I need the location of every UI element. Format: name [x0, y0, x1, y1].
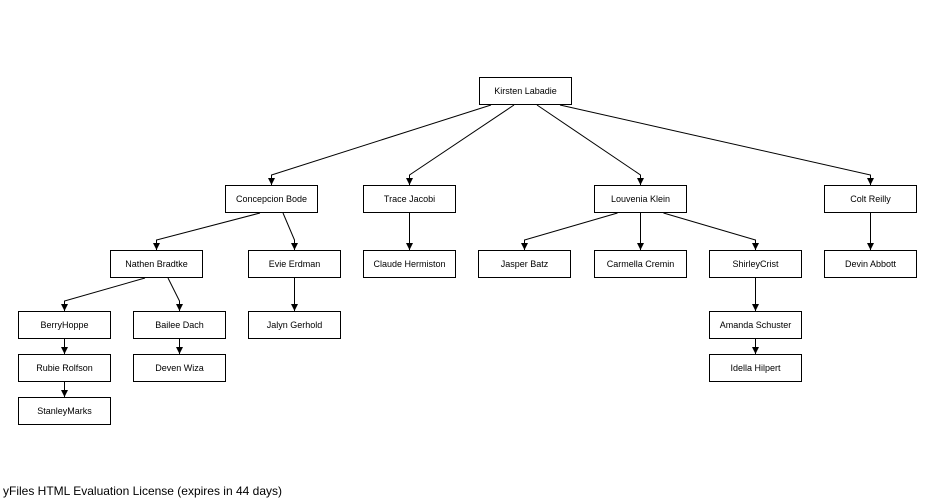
node-n4[interactable]: Louvenia Klein	[594, 185, 687, 213]
edge-n1-n4	[536, 104, 644, 185]
node-n9[interactable]: Jasper Batz	[478, 250, 571, 278]
edge-n6-n13	[61, 277, 146, 311]
node-n6[interactable]: Nathen Bradtke	[110, 250, 203, 278]
edge-n1-n5	[559, 104, 874, 185]
edge-n4-n11	[663, 212, 759, 250]
node-n10[interactable]: Carmella Cremin	[594, 250, 687, 278]
node-n11[interactable]: ShirleyCrist	[709, 250, 802, 278]
node-n14[interactable]: Bailee Dach	[133, 311, 226, 339]
node-n16[interactable]: Amanda Schuster	[709, 311, 802, 339]
node-n17[interactable]: Rubie Rolfson	[18, 354, 111, 382]
node-n8[interactable]: Claude Hermiston	[363, 250, 456, 278]
node-n3[interactable]: Trace Jacobi	[363, 185, 456, 213]
node-n13[interactable]: BerryHoppe	[18, 311, 111, 339]
edge-n1-n2	[268, 104, 492, 185]
node-n2[interactable]: Concepcion Bode	[225, 185, 318, 213]
edge-n6-n14	[167, 277, 183, 311]
edge-n4-n9	[521, 212, 618, 250]
license-notice: yFiles HTML Evaluation License (expires …	[3, 484, 283, 498]
node-n15[interactable]: Jalyn Gerhold	[248, 311, 341, 339]
edge-n2-n6	[153, 212, 261, 250]
node-n20[interactable]: StanleyMarks	[18, 397, 111, 425]
node-n19[interactable]: Idella Hilpert	[709, 354, 802, 382]
node-n7[interactable]: Evie Erdman	[248, 250, 341, 278]
edge-n1-n3	[406, 104, 515, 185]
edge-n2-n7	[282, 212, 298, 250]
node-n18[interactable]: Deven Wiza	[133, 354, 226, 382]
node-n12[interactable]: Devin Abbott	[824, 250, 917, 278]
node-n5[interactable]: Colt Reilly	[824, 185, 917, 213]
node-n1[interactable]: Kirsten Labadie	[479, 77, 572, 105]
